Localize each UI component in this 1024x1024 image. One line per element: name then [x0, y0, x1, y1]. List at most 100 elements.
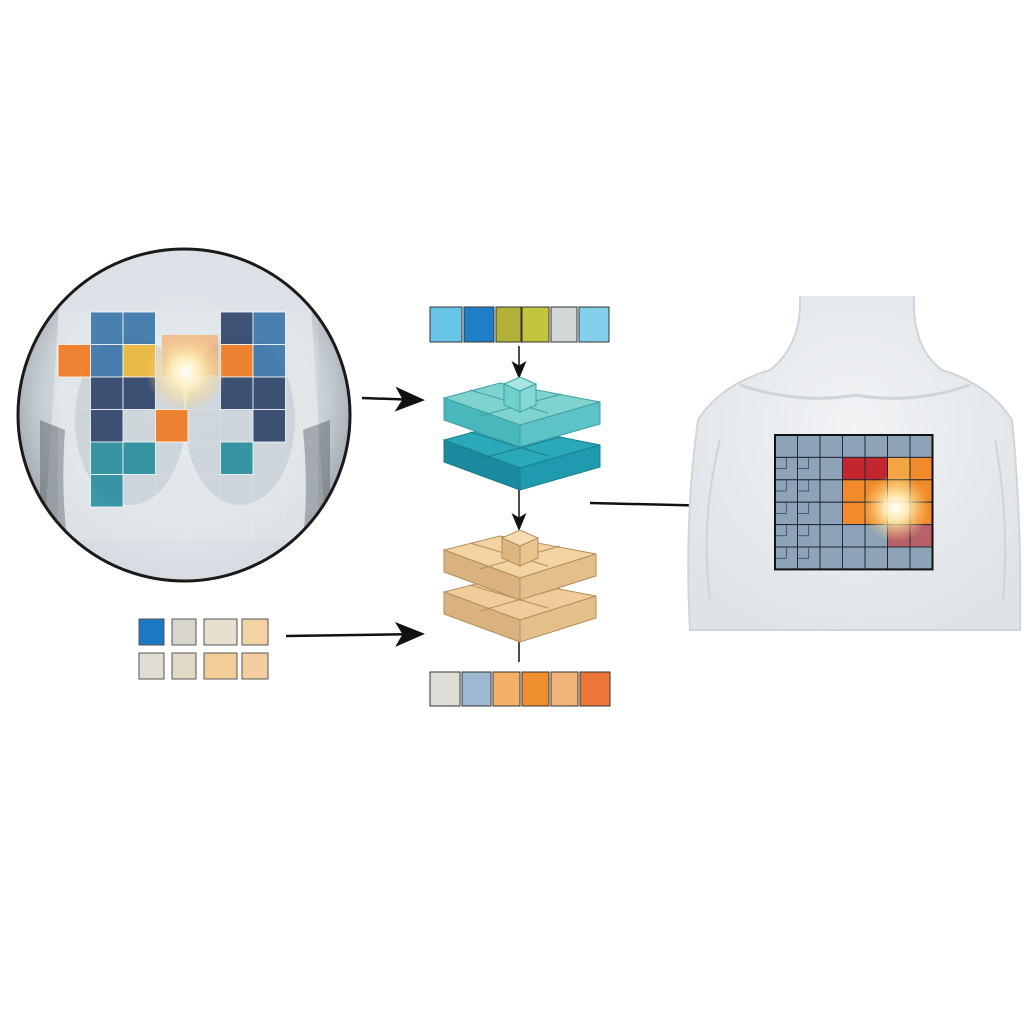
heatmap-subcell	[797, 479, 810, 492]
xray-patch	[57, 474, 91, 508]
xray-patch	[285, 311, 319, 345]
xray-patch	[90, 311, 124, 345]
output-token-strip	[429, 671, 611, 707]
heatmap-cell	[909, 456, 933, 481]
text-token	[138, 652, 165, 680]
xray-patch	[285, 344, 319, 378]
heatmap-subcell	[797, 524, 810, 537]
image-token	[521, 306, 550, 343]
xray-patch	[285, 441, 319, 475]
heatmap-cell	[842, 434, 866, 458]
output-token	[550, 671, 579, 707]
xray-patch	[90, 409, 124, 443]
xray-patch	[187, 506, 221, 540]
xray-patch	[285, 474, 319, 508]
heatmap-cell	[887, 546, 911, 570]
heatmap-cell	[864, 546, 888, 570]
xray-patch	[220, 441, 254, 475]
image-token	[495, 306, 522, 343]
xray-patch	[220, 376, 254, 410]
xray-patch	[122, 506, 156, 540]
output-token	[579, 671, 611, 707]
xray-patch	[155, 441, 189, 475]
heatmap-cell	[819, 434, 843, 458]
heatmap-cell	[842, 456, 866, 481]
decoder-block-stack	[442, 529, 597, 643]
heatmap-hotspot-glow	[862, 474, 930, 542]
heatmap-cell	[797, 434, 821, 458]
xray-patch	[252, 344, 286, 378]
heatmap-subcell	[797, 501, 810, 514]
xray-circle-border	[16, 247, 352, 583]
text-token	[171, 652, 197, 680]
xray-patch	[122, 409, 156, 443]
xray-patch	[252, 409, 286, 443]
attention-glow	[146, 332, 226, 412]
xray-patch	[285, 376, 319, 410]
xray-patch	[187, 474, 221, 508]
xray-patch	[252, 376, 286, 410]
xray-patch	[155, 506, 189, 540]
image-token	[550, 306, 578, 343]
output-token	[521, 671, 550, 707]
xray-patch	[57, 441, 91, 475]
image-token	[463, 306, 495, 343]
xray-patch	[252, 506, 286, 540]
xray-patch	[90, 506, 124, 540]
chest-xray-view	[16, 247, 352, 583]
heatmap-border	[774, 434, 934, 571]
xray-patch	[57, 409, 91, 443]
image-token-strip	[429, 306, 610, 343]
arrow-text-to-decoder	[285, 621, 425, 647]
output-token	[461, 671, 492, 707]
text-token	[241, 618, 269, 646]
xray-patch	[90, 441, 124, 475]
xray-patch	[155, 474, 189, 508]
heatmap-subcell	[797, 546, 810, 559]
image-token	[429, 306, 463, 343]
encoder-cube	[502, 376, 538, 413]
heatmap-cell	[909, 434, 933, 458]
xray-patch	[187, 409, 221, 443]
xray-patch	[220, 506, 254, 540]
xray-patch	[285, 409, 319, 443]
xray-patch	[90, 344, 124, 378]
heatmap-cell	[819, 456, 843, 481]
text-token	[203, 652, 238, 680]
heatmap-cell	[819, 501, 843, 526]
body-heatmap-view	[687, 295, 1022, 631]
decoder-cube	[500, 529, 540, 567]
output-token	[429, 671, 461, 707]
text-token	[138, 618, 165, 646]
xray-patch	[122, 441, 156, 475]
heatmap-cell	[909, 546, 933, 570]
xray-patch	[252, 441, 286, 475]
text-token	[171, 618, 197, 646]
xray-patch	[57, 376, 91, 410]
xray-patch	[252, 311, 286, 345]
heatmap-cell	[842, 479, 866, 503]
heatmap-cell	[819, 524, 843, 548]
text-token-grid	[138, 618, 269, 680]
xray-patch	[122, 474, 156, 508]
heatmap-cell	[819, 479, 843, 503]
xray-patch	[187, 441, 221, 475]
heatmap-cell	[819, 546, 843, 570]
xray-patch	[220, 409, 254, 443]
heatmap-cell	[842, 524, 866, 548]
xray-patch	[90, 474, 124, 508]
heatmap-cell	[774, 434, 798, 458]
heatmap-cell	[887, 434, 911, 458]
xray-patch	[57, 344, 91, 378]
xray-patch	[285, 506, 319, 540]
heatmap-cell	[842, 546, 866, 570]
encoder-block-stack	[442, 376, 601, 491]
heatmap-cell	[842, 501, 866, 526]
xray-patch	[90, 376, 124, 410]
heatmap-subcell	[797, 457, 810, 469]
xray-patch	[155, 409, 189, 443]
output-token	[492, 671, 521, 707]
text-token	[241, 652, 269, 680]
arrow-xray-to-encoder	[361, 386, 425, 412]
xray-patch	[122, 311, 156, 345]
